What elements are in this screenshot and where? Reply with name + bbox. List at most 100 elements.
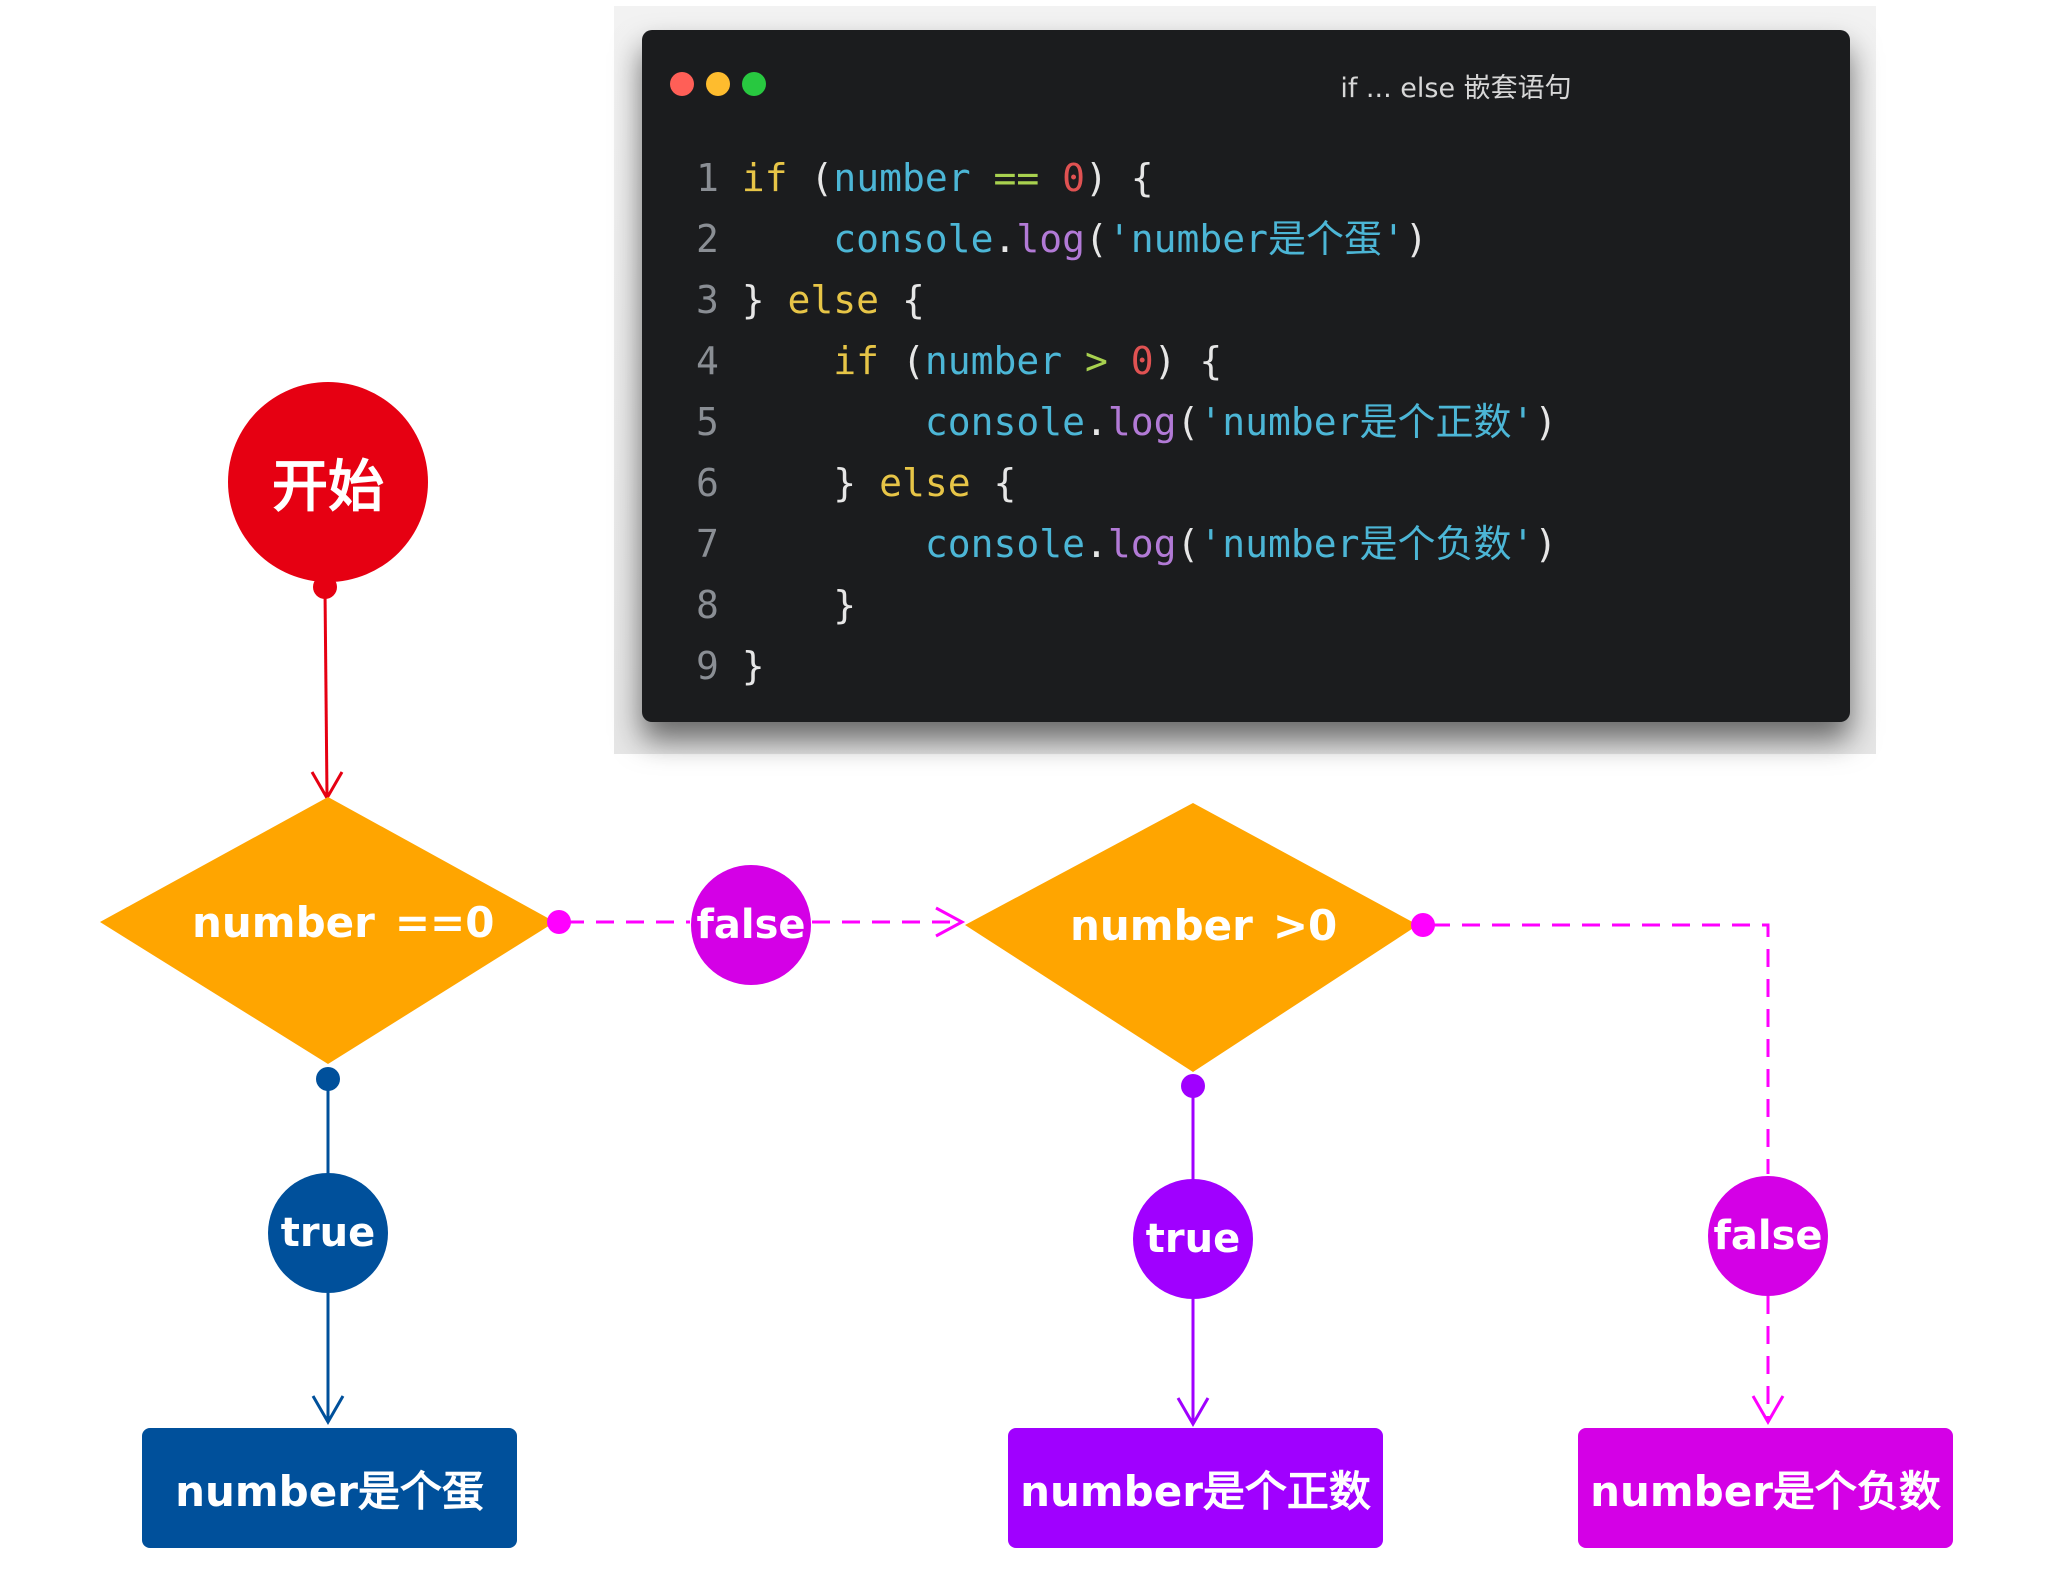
line-number: 3	[696, 278, 719, 322]
code-token: log	[1107, 522, 1177, 566]
code-token: ) {	[1153, 339, 1223, 383]
code-token: (	[1176, 522, 1200, 566]
cond1-false-arrowhead	[935, 906, 966, 938]
cond2-false-node	[1708, 1176, 1828, 1296]
code-token: )	[1404, 217, 1428, 261]
cond1-true-node	[268, 1173, 388, 1293]
line-number: 2	[696, 217, 719, 261]
decision-node-2	[965, 803, 1418, 1072]
code-line: 4 if (number > 0) {	[696, 331, 1557, 392]
code-token: 0	[1130, 339, 1154, 383]
start-to-cond1-line	[323, 589, 329, 797]
code-token: else	[879, 461, 971, 505]
code-line: 7 console.log('number是个负数')	[696, 514, 1557, 575]
code-token: ) {	[1085, 156, 1154, 200]
line-number: 1	[696, 156, 719, 200]
code-token: number	[833, 156, 971, 200]
line-number: 8	[696, 583, 719, 627]
code-token: console	[924, 400, 1085, 444]
condition1-left: number	[192, 897, 375, 947]
line-number: 5	[696, 400, 719, 444]
code-token: log	[1107, 400, 1177, 444]
window-title: if ... else 嵌套语句	[1340, 73, 1572, 104]
condition1-label: number == 0	[150, 892, 510, 952]
code-token: number	[924, 339, 1063, 383]
code-line: 3 } else {	[696, 270, 1557, 331]
code-line: 5 console.log('number是个正数')	[696, 392, 1557, 453]
code-token: (	[1176, 400, 1200, 444]
code-token: )	[1534, 400, 1558, 444]
code-block: 1 if (number == 0) {2 console.log('numbe…	[696, 148, 1557, 697]
cond1-true-label: true	[280, 1210, 376, 1256]
code-token: .	[1084, 522, 1108, 566]
line-number: 4	[696, 339, 719, 383]
condition1-op: ==	[394, 897, 466, 947]
cond1-true-arrowhead	[311, 1395, 345, 1426]
cond2-false-label: false	[1713, 1213, 1823, 1259]
code-line: 6 } else {	[696, 453, 1557, 514]
code-token: if	[833, 339, 880, 383]
result-positive-box	[1008, 1428, 1383, 1548]
start-label: 开始	[272, 454, 384, 520]
line-number: 6	[696, 461, 719, 505]
code-token: .	[1084, 400, 1108, 444]
condition2-label: number > 0	[1010, 895, 1370, 955]
decision-node-1	[100, 797, 555, 1064]
code-token: if	[741, 156, 788, 200]
cond1-false-node	[691, 865, 811, 985]
code-token: }	[741, 583, 857, 627]
cond1-false-dot	[547, 910, 571, 934]
code-window-frame: if ... else 嵌套语句 1 if (number == 0) {2 c…	[614, 6, 1876, 754]
code-token: (	[1084, 217, 1108, 261]
cond2-true-arrowhead	[1176, 1397, 1210, 1428]
result-negative-box	[1578, 1428, 1953, 1548]
result-zero-box	[142, 1428, 517, 1548]
cond2-false-line-a	[1432, 923, 1770, 1174]
result-negative-label: number是个负数	[1590, 1466, 1941, 1516]
cond2-true-label: true	[1145, 1216, 1241, 1262]
code-token: 'number是个蛋'	[1107, 217, 1405, 261]
minimize-window-button[interactable]	[706, 72, 730, 96]
code-token: 'number是个正数'	[1199, 400, 1535, 444]
code-token: )	[1534, 522, 1558, 566]
code-token: >	[1085, 339, 1108, 383]
code-token: {	[970, 461, 1017, 505]
cond2-false-arrowhead	[1751, 1395, 1785, 1426]
result-zero-label: number是个蛋	[175, 1466, 484, 1516]
cond1-false-label: false	[696, 902, 806, 948]
code-line: 9 }	[696, 636, 1557, 697]
code-token: else	[787, 278, 880, 322]
start-connector-dot	[313, 575, 337, 599]
code-window: if ... else 嵌套语句 1 if (number == 0) {2 c…	[642, 30, 1850, 722]
code-token: console	[833, 217, 994, 261]
code-token: {	[879, 278, 925, 322]
code-token: }	[741, 461, 880, 505]
condition2-left: number	[1070, 900, 1253, 950]
cond2-false-dot	[1411, 913, 1435, 937]
start-node	[228, 382, 428, 582]
code-token: (	[879, 339, 925, 383]
code-token: 0	[1062, 156, 1086, 200]
code-token: (	[787, 156, 834, 200]
condition2-right: 0	[1308, 900, 1338, 950]
code-token: log	[1016, 217, 1085, 261]
result-positive-label: number是个正数	[1020, 1466, 1371, 1516]
code-token: console	[924, 522, 1085, 566]
condition1-right: 0	[465, 897, 495, 947]
code-line: 1 if (number == 0) {	[696, 148, 1557, 209]
close-window-button[interactable]	[670, 72, 694, 96]
code-line: 8 }	[696, 575, 1557, 636]
cond1-true-dot	[316, 1067, 340, 1091]
condition2-op: >	[1272, 900, 1309, 950]
maximize-window-button[interactable]	[742, 72, 766, 96]
code-token: 'number是个负数'	[1199, 522, 1535, 566]
code-token: }	[741, 644, 765, 688]
code-token: ==	[993, 156, 1040, 200]
code-token: .	[993, 217, 1017, 261]
code-token: }	[741, 278, 788, 322]
line-number: 9	[696, 644, 719, 688]
code-line: 2 console.log('number是个蛋')	[696, 209, 1557, 270]
cond2-true-node	[1133, 1179, 1253, 1299]
line-number: 7	[696, 522, 719, 566]
